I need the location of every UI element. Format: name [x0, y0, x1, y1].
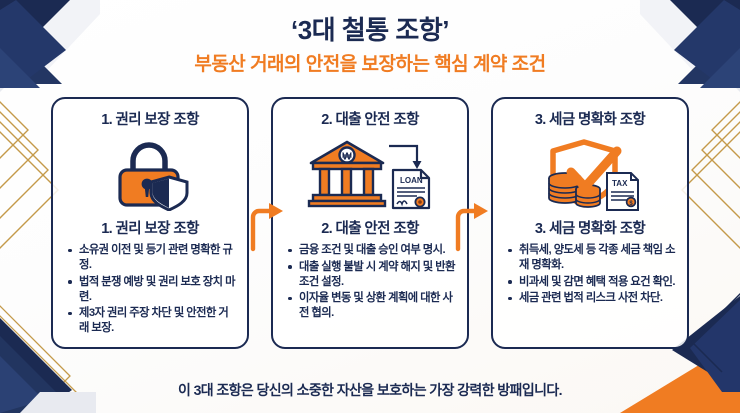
- footer-text: 이 3대 조항은 당신의 소중한 자산을 보호하는 가장 강력한 방패입니다.: [178, 382, 563, 398]
- card-3-mid-title: 3. 세금 명확화 조항: [534, 221, 646, 237]
- corner-shape-bl-grey: [20, 392, 96, 413]
- card-tax-clause[interactable]: 3. 세금 명확화 조항: [491, 97, 689, 349]
- page-title: ‘3대 철통 조항’: [291, 15, 449, 45]
- bank-currency-symbol: ₩: [342, 151, 352, 162]
- list-item: 세금 관련 법적 리스크 사전 차단.: [507, 291, 677, 306]
- tax-document-label: TAX: [612, 179, 628, 188]
- corner-chevron-br-navy: [690, 292, 740, 373]
- list-item: 대출 실행 불발 시 계약 해지 및 반환 조건 설정.: [287, 260, 457, 290]
- arrow-card1-to-card2: [247, 185, 285, 260]
- list-item: 소유권 이전 및 등기 관련 명확한 규정.: [67, 243, 237, 273]
- list-item: 이자율 변동 및 상환 계획에 대한 사전 협의.: [287, 291, 457, 321]
- loan-document-label: LOAN: [400, 176, 423, 185]
- corner-shape-tl-navy4: [0, 48, 40, 88]
- corner-shape-br-navy2: [690, 300, 740, 392]
- corner-shape-tr-navy4: [700, 48, 740, 88]
- list-item: 비과세 및 감면 혜택 적용 요건 확인.: [507, 275, 677, 290]
- card-1-bullets: 소유권 이전 및 등기 관련 명확한 규정. 법적 분쟁 예방 및 권리 보호 …: [63, 243, 237, 338]
- cards-row: 1. 권리 보장 조항 1. 권리 보장 조항 소유권 이전 및 등기 관련 명…: [0, 97, 740, 349]
- card-loan-clause[interactable]: 2. 대출 안전 조항 ₩: [271, 97, 469, 349]
- list-item: 금융 조건 및 대출 승인 여부 명시.: [287, 243, 457, 258]
- card-3-top-title: 3. 세금 명확화 조항: [534, 112, 646, 128]
- shield-check-coins-tax-icon: TAX $: [535, 134, 645, 214]
- card-rights-clause[interactable]: 1. 권리 보장 조항 1. 권리 보장 조항 소유권 이전 및 등기 관련 명…: [51, 97, 249, 349]
- list-item: 법적 분쟁 예방 및 권리 보호 장치 마련.: [67, 275, 237, 305]
- header: ‘3대 철통 조항’ 부동산 거래의 안전을 보장하는 핵심 계약 조건: [0, 14, 740, 76]
- card-1-mid-title: 1. 권리 보장 조항: [101, 221, 199, 237]
- card-3-bullets: 취득세, 양도세 등 각종 세금 책임 소재 명확화. 비과세 및 감면 혜택 …: [503, 243, 677, 308]
- card-2-top-title: 2. 대출 안전 조항: [321, 112, 419, 128]
- corner-shape-bl-navy3: [0, 356, 44, 413]
- padlock-shield-icon: [107, 134, 193, 214]
- card-1-top-title: 1. 권리 보장 조항: [101, 112, 199, 128]
- arrow-card2-to-card3: [452, 185, 490, 260]
- card-2-mid-title: 2. 대출 안전 조항: [321, 221, 419, 237]
- bank-loan-document-icon: ₩ LOAN: [307, 134, 433, 214]
- tax-seal-symbol: $: [629, 201, 633, 207]
- list-item: 취득세, 양도세 등 각종 세금 책임 소재 명확화.: [507, 243, 677, 273]
- page-subtitle: 부동산 거래의 안전을 보장하는 핵심 계약 조건: [194, 53, 546, 75]
- list-item: 제3자 권리 주장 차단 및 안전한 거래 보장.: [67, 306, 237, 336]
- card-2-bullets: 금융 조건 및 대출 승인 여부 명시. 대출 실행 불발 시 계약 해지 및 …: [283, 243, 457, 323]
